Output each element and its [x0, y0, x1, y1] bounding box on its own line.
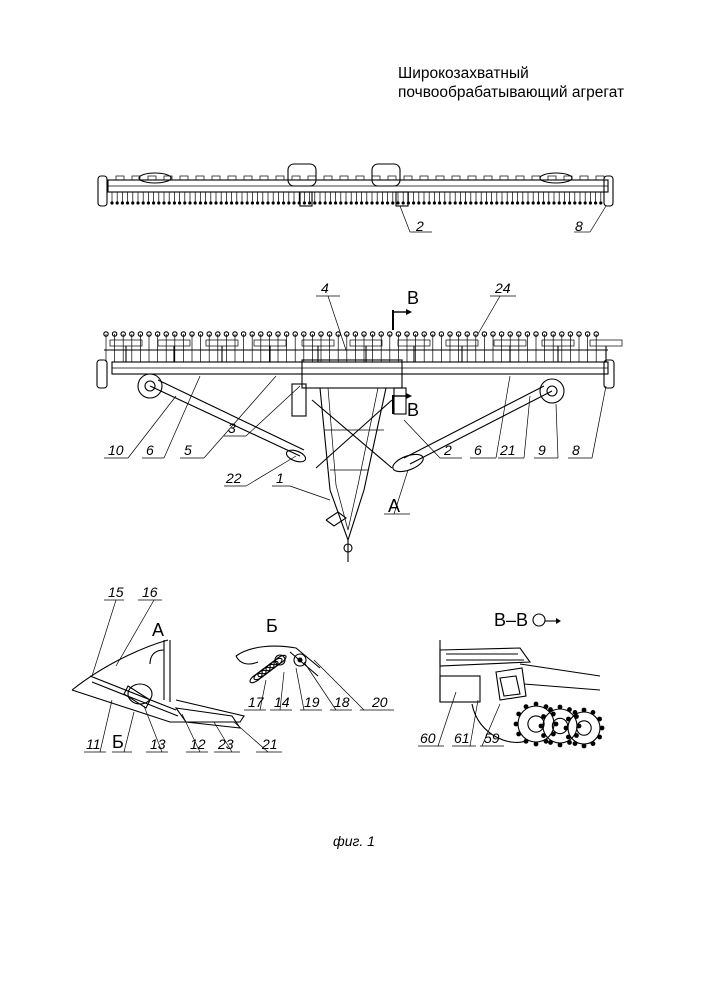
label-23: 23	[217, 736, 234, 752]
label-17: 17	[248, 694, 265, 710]
detail-B: Б 17 14 19 18 20	[236, 616, 394, 710]
label-A: А	[388, 496, 400, 516]
detail-A-title: А	[152, 620, 164, 640]
center-hydraulic-left	[292, 384, 306, 416]
label-6-left: 6	[146, 442, 154, 458]
brace-left	[150, 386, 300, 456]
label-1: 1	[276, 470, 284, 486]
plan-disk-sections	[104, 332, 622, 362]
detail-A-mount	[391, 451, 426, 475]
label-14: 14	[274, 694, 290, 710]
left-support-wheel	[97, 360, 107, 388]
label-20: 20	[371, 694, 388, 710]
center-frame-left	[288, 164, 316, 186]
section-VV-title: В–В	[494, 610, 528, 630]
label-24: 24	[494, 280, 511, 296]
rotated-view-icon	[533, 614, 545, 626]
label-6-right: 6	[474, 442, 482, 458]
label-8-plan: 8	[572, 442, 580, 458]
label-4: 4	[321, 280, 329, 296]
detail-A: А 15 16 11 Б 13 12 23 21	[72, 584, 282, 752]
label-2-top: 2	[415, 218, 424, 234]
center-frame-right	[372, 164, 400, 186]
section-VV-disks	[514, 702, 605, 749]
label-3: 3	[228, 420, 236, 436]
label-18: 18	[334, 694, 350, 710]
label-13: 13	[150, 736, 166, 752]
label-22: 22	[225, 470, 242, 486]
label-16: 16	[142, 584, 158, 600]
section-mark-V-top: В	[407, 288, 419, 308]
label-B-detail: Б	[112, 732, 124, 752]
label-59: 59	[484, 730, 500, 746]
center-hydraulic-right	[394, 388, 406, 414]
label-15: 15	[108, 584, 124, 600]
spring-17	[249, 654, 288, 685]
left-end-wheel	[98, 176, 107, 206]
label-2-plan: 2	[443, 442, 452, 458]
figure-caption: фиг. 1	[333, 833, 375, 849]
label-61: 61	[454, 730, 470, 746]
transport-wheel-left	[139, 173, 171, 183]
section-VV: В–В 60 61 59	[418, 610, 604, 748]
label-9: 9	[538, 442, 546, 458]
label-19: 19	[304, 694, 320, 710]
label-5: 5	[184, 442, 192, 458]
label-21: 21	[499, 442, 516, 458]
label-8-top: 8	[575, 218, 583, 234]
plan-view: В В 4 24 10 6 5 3 22 1 А 2 6	[97, 280, 622, 562]
label-12: 12	[190, 736, 206, 752]
label-11: 11	[86, 736, 101, 752]
label-60: 60	[420, 730, 436, 746]
section-mark-V-bottom: В	[407, 400, 419, 420]
label-21-detail: 21	[261, 736, 278, 752]
front-elevation-view: 2 8	[98, 164, 613, 234]
detail-B-title: Б	[266, 616, 278, 636]
label-10: 10	[108, 442, 124, 458]
